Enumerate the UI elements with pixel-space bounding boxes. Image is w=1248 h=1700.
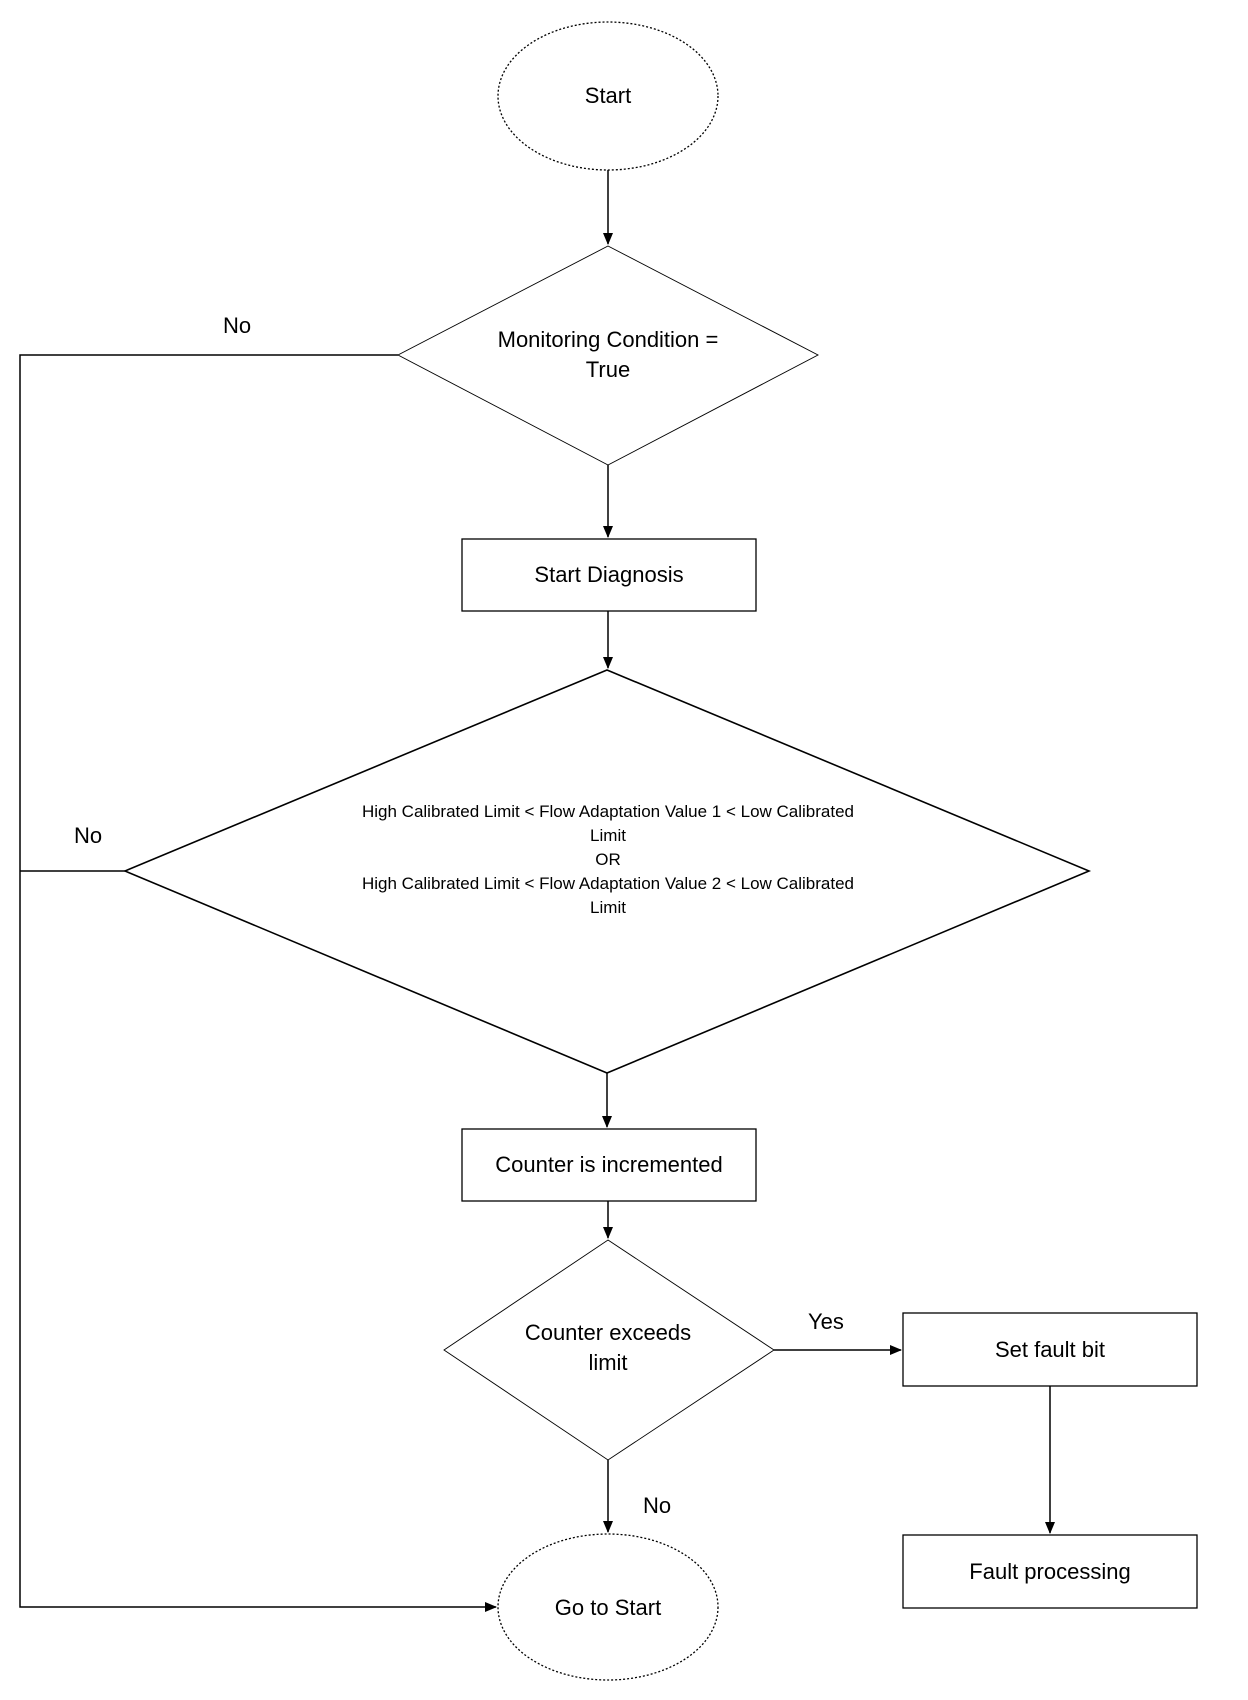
limit-check-text-line3: OR [595,850,621,869]
set-fault-bit-box [902,1312,1198,1387]
start-text: Start [584,83,632,108]
set-fault-bit-label: Set fault bit [903,1330,1197,1370]
set-fault-bit-text: Set fault bit [994,1337,1106,1362]
start-diagnosis-text: Start Diagnosis [534,562,684,587]
counter-exceeds-text-line2: limit [588,1350,628,1375]
limit-check-text-line2: Limit [590,826,626,845]
loop-monitoring-no [19,354,497,1612]
counter-exceeds-label: Counter exceeds limit [488,1316,728,1380]
edge-label-exceeds-no: No [643,1493,672,1518]
counter-exceeds-text-line1: Counter exceeds [524,1320,692,1345]
go-to-start-label: Go to Start [518,1588,698,1628]
go-to-start-terminal [497,1533,719,1681]
monitoring-text-line1: Monitoring Condition = [497,327,719,352]
monitoring-text-line2: True [585,357,631,382]
edge-label-monitoring-no: No [223,313,252,338]
go-to-start-text: Go to Start [554,1595,662,1620]
start-diagnosis-label: Start Diagnosis [462,555,756,595]
limit-check-text-line1: High Calibrated Limit < Flow Adaptation … [361,802,855,821]
fault-processing-text: Fault processing [969,1559,1131,1584]
counter-incremented-box [461,1128,757,1202]
edge-label-limit-check-no: No [74,823,103,848]
fault-processing-label: Fault processing [903,1552,1197,1592]
counter-incremented-label: Counter is incremented [462,1145,756,1185]
fault-processing-box [902,1534,1198,1609]
start-label: Start [518,76,698,116]
counter-incremented-text: Counter is incremented [495,1152,723,1177]
monitoring-label: Monitoring Condition = True [448,323,768,387]
limit-check-text-line4: High Calibrated Limit < Flow Adaptation … [361,874,855,893]
limit-check-text-line5: Limit [590,898,626,917]
limit-check-label: High Calibrated Limit < Flow Adaptation … [258,798,958,922]
edge-label-exceeds-yes: Yes [808,1309,844,1334]
start-diagnosis-box [461,538,757,612]
